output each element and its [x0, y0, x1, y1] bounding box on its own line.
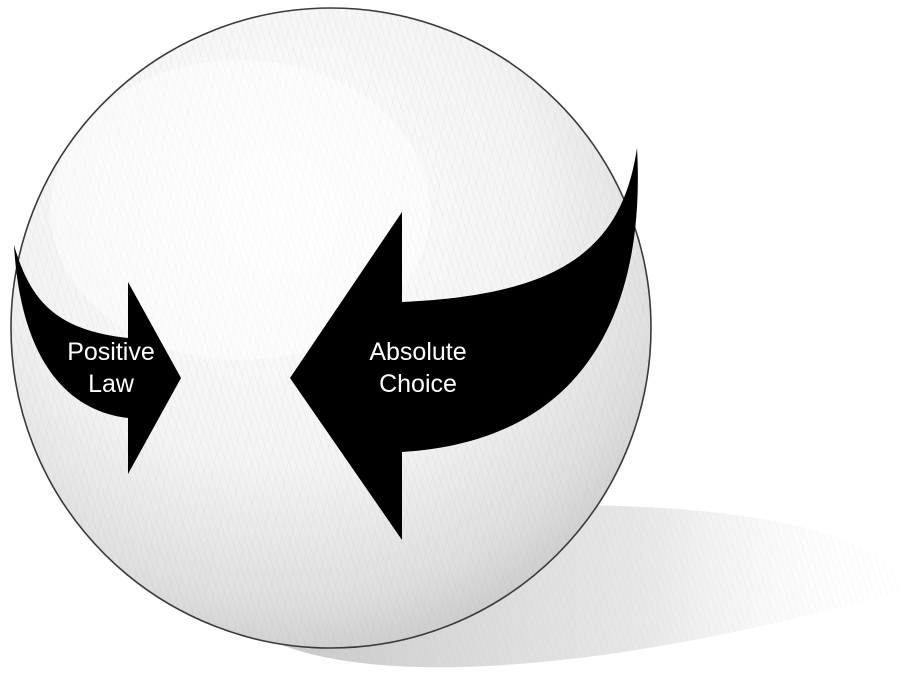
positive-law-label-line-2: Law	[88, 370, 135, 398]
positive-law-label-line-1: Positive	[67, 338, 155, 366]
absolute-choice-label-line-2: Choice	[379, 370, 457, 398]
absolute-choice-label-line-1: Absolute	[369, 338, 466, 366]
